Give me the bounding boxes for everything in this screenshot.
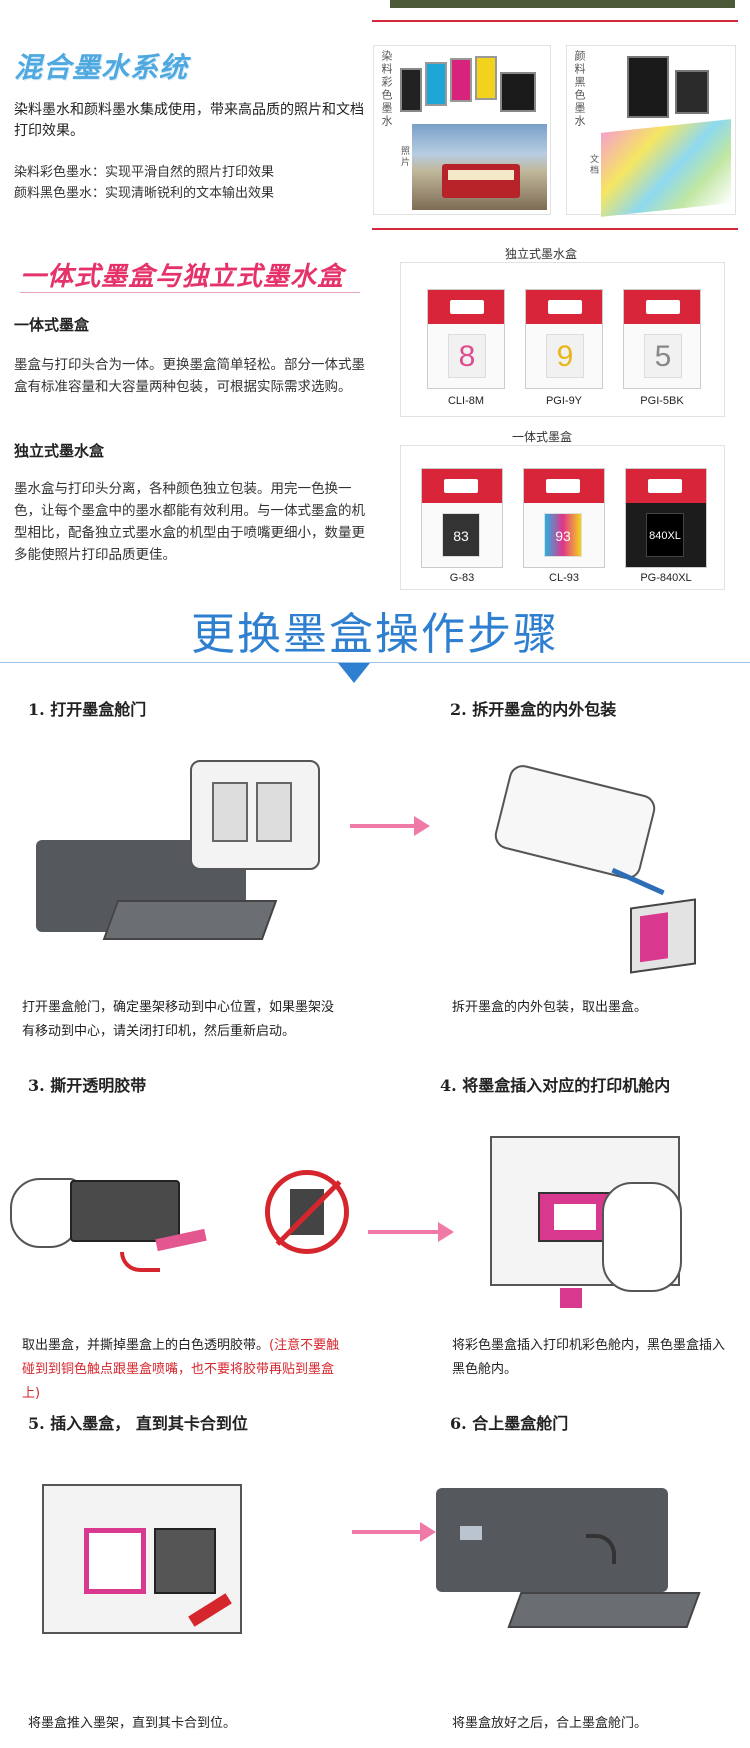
integrated-card-3: 840XL	[625, 468, 707, 568]
step6-printer-screen	[460, 1526, 482, 1540]
step2-title: 2. 拆开墨盒的内外包装	[450, 700, 617, 719]
document-label: 文档	[588, 154, 598, 176]
step2-description: 拆开墨盒的内外包装，取出墨盒。	[452, 1000, 648, 1015]
independent-ink-box: 8 CLI-8M 9 PGI-9Y 5 PGI-5BK	[400, 262, 725, 417]
section1-intro: 染料墨水和颜料墨水集成使用，带来高品质的照片和文档打印效果。	[14, 102, 364, 139]
step6-close-arrow-icon	[586, 1534, 616, 1564]
step6-illustration	[436, 1470, 736, 1650]
step4-hand	[602, 1182, 682, 1292]
cartridge-yellow	[475, 56, 497, 100]
integrated-cartridge-box: 83 G-83 93 CL-93 840XL PG-840XL	[400, 445, 725, 590]
step1-description: 打开墨盒舱门，确定墨架移动到中心位置，如果墨架没有移动到中心，请关闭打印机，然后…	[22, 1000, 335, 1039]
tram-windows	[448, 170, 514, 180]
dye-cartridge-row	[400, 56, 545, 118]
section2-title-underline	[20, 292, 360, 293]
step3-title: 3. 撕开透明胶带	[28, 1076, 147, 1095]
cartridge-card-1: 8	[427, 289, 505, 389]
integrated-card-3-label: PG-840XL	[640, 572, 692, 584]
step4-slot-icon	[560, 1288, 582, 1308]
section2-red-rule	[372, 228, 738, 230]
integrated-card-2-number: 93	[544, 513, 582, 557]
step1-illustration	[30, 750, 330, 960]
step4-description: 将彩色墨盒插入打印机彩色舱内，黑色墨盒插入黑色舱内。	[452, 1338, 726, 1377]
cartridge-photo	[500, 72, 536, 112]
box1-title: 独立式墨水盒	[505, 247, 578, 261]
cartridge-card-1-number: 8	[448, 334, 486, 378]
step1-title: 1. 打开墨盒舱门	[28, 700, 147, 719]
step3-description-text: 取出墨盒，并撕掉墨盒上的白色透明胶带。	[22, 1338, 270, 1353]
step4-title: 4. 将墨盒插入对应的打印机舱内	[440, 1076, 671, 1095]
step3-to-step4-arrow	[368, 1222, 454, 1242]
section1-line2: 颜料黑色墨水：实现清晰锐利的文本输出效果	[14, 186, 275, 201]
cartridge-card-3-label: PGI-5BK	[640, 395, 684, 407]
integrated-card-2-label: CL-93	[549, 572, 579, 584]
banner-title: 更换墨盒操作步骤	[191, 609, 559, 660]
cartridge-card-1-label: CLI-8M	[447, 395, 485, 407]
cartridge-cyan	[425, 62, 447, 106]
step6-description: 将墨盒放好之后，合上墨盒舱门。	[452, 1716, 648, 1731]
banner-divider	[0, 662, 750, 663]
pigment-ink-panel: 颜料黑色墨水 文档	[566, 45, 736, 217]
section2-title: 一体式墨盒与独立式墨水盒	[20, 262, 345, 292]
step5-color-cartridge	[84, 1528, 146, 1594]
step2-package	[491, 762, 659, 882]
step3-warning-note: (注意不要触碰到到铜色触点跟墨盒喷嘴，也不要将胶带再贴到墨盒上)	[22, 1338, 340, 1401]
dye-ink-panel: 染料彩色墨水 照片	[373, 45, 551, 215]
cartridge-card-2-label: PGI-9Y	[545, 395, 583, 407]
pigment-cartridge-small	[675, 70, 709, 114]
step6-printer-body	[436, 1488, 668, 1592]
step4-color-cartridge	[538, 1192, 610, 1242]
pigment-cartridge-big	[627, 56, 669, 118]
document-color-sample	[601, 119, 731, 217]
pigment-ink-label: 颜料黑色墨水	[573, 50, 586, 128]
section2-para2: 墨水盒与打印头分离，各种颜色独立包装。用完一色换一色，让每个墨盒中的墨水都能有效…	[14, 481, 365, 563]
step3-description: 取出墨盒，并撕掉墨盒上的白色透明胶带。(注意不要触碰到到铜色触点跟墨盒喷嘴，也不…	[22, 1334, 340, 1406]
step5-to-step6-arrow	[352, 1522, 436, 1542]
tram-body	[442, 164, 520, 198]
integrated-card-1-label: G-83	[449, 572, 475, 584]
step6-title: 6. 合上墨盒舱门	[450, 1414, 569, 1433]
section2-head1: 一体式墨盒	[14, 316, 90, 334]
step5-black-cartridge	[154, 1528, 216, 1594]
step1-to-step2-arrow	[350, 816, 430, 836]
cartridge-magenta	[450, 58, 472, 102]
tram-photo	[412, 124, 547, 210]
section1-line1: 染料彩色墨水：实现平滑自然的照片打印效果	[14, 165, 275, 180]
step1-printer-door	[102, 900, 278, 940]
step4-illustration	[482, 1112, 712, 1312]
step3-hand	[10, 1178, 80, 1248]
cartridge-card-2-number: 9	[546, 334, 584, 378]
step5-description: 将墨盒推入墨架，直到其卡合到位。	[28, 1716, 237, 1731]
step3-curve-arrow-icon	[120, 1252, 160, 1272]
section2-para1: 墨盒与打印头合为一体。更换墨盒简单轻松。部分一体式墨盒有标准容量和大容量两种包装…	[14, 357, 365, 395]
box2-title: 一体式墨盒	[512, 430, 573, 444]
section1-red-rule	[372, 20, 738, 22]
cartridge-card-3-number: 5	[644, 334, 682, 378]
step2-cartridge	[630, 898, 696, 974]
step5-title: 5. 插入墨盒， 直到其卡合到位	[28, 1414, 248, 1433]
section2-head2: 独立式墨水盒	[14, 442, 105, 460]
step1-zoom-circle	[190, 760, 320, 870]
integrated-card-1: 83	[421, 468, 503, 568]
photo-label: 照片	[399, 146, 409, 168]
cartridge-card-3: 5	[623, 289, 701, 389]
step3-illustration	[10, 1138, 360, 1288]
dye-ink-label: 染料彩色墨水	[380, 50, 393, 128]
step5-illustration	[18, 1468, 288, 1658]
integrated-card-1-number: 83	[442, 513, 480, 557]
top-photo-strip	[390, 0, 735, 8]
cartridge-card-2: 9	[525, 289, 603, 389]
step6-printer-tray	[507, 1592, 701, 1628]
integrated-card-2: 93	[523, 468, 605, 568]
step3-no-touch-icon	[265, 1170, 349, 1254]
integrated-card-3-number: 840XL	[646, 513, 684, 557]
section1-title: 混合墨水系统	[14, 51, 189, 84]
step3-cartridge	[70, 1180, 180, 1242]
step2-illustration	[490, 762, 720, 975]
banner-pointer-icon	[338, 663, 370, 683]
cartridge-black	[400, 68, 422, 112]
